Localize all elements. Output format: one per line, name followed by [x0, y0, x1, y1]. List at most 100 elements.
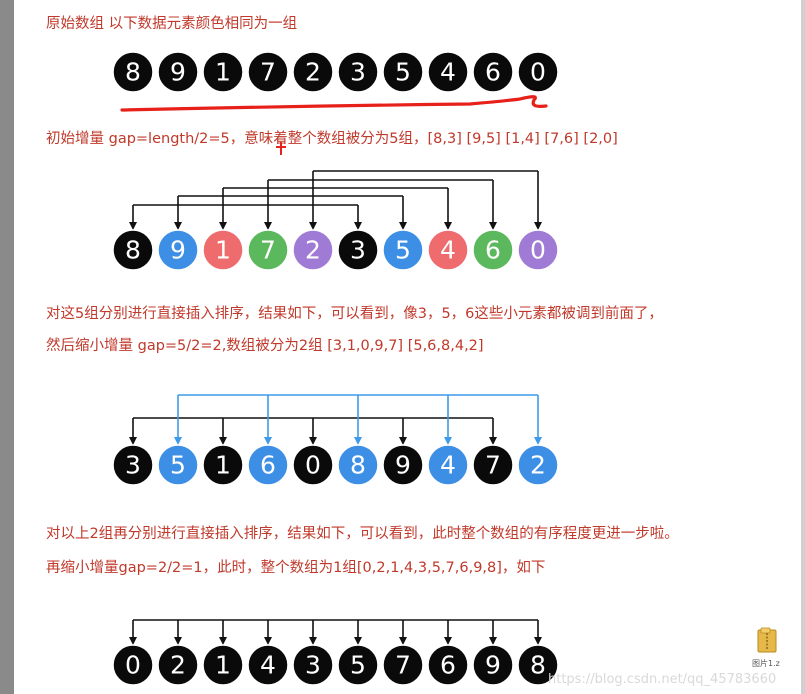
array-node: 8 [112, 229, 154, 271]
array-node: 9 [157, 229, 199, 271]
array-node-value: 7 [395, 651, 411, 680]
array-node: 1 [202, 444, 244, 486]
array-node-value: 0 [125, 651, 141, 680]
group-bracket [129, 204, 362, 230]
array-node-value: 0 [530, 58, 546, 87]
array-node-value: 1 [215, 236, 231, 265]
array-node: 0 [517, 229, 559, 271]
array-node-value: 6 [485, 58, 501, 87]
array-node: 0 [517, 51, 559, 93]
caption-gap2: 然后缩小增量 gap=5/2=2,数组被分为2组 [3,1,0,9,7] [5,… [46, 338, 484, 354]
group-bracket [264, 179, 497, 230]
array-node: 6 [247, 444, 289, 486]
array-node: 7 [472, 444, 514, 486]
array-node-value: 5 [170, 451, 186, 480]
array-node: 2 [517, 444, 559, 486]
array-node: 6 [472, 229, 514, 271]
array-node: 5 [337, 644, 379, 686]
array-node: 3 [292, 644, 334, 686]
array-node-value: 7 [485, 451, 501, 480]
array-node-value: 4 [440, 451, 456, 480]
array-node: 3 [337, 51, 379, 93]
array-node-value: 2 [170, 651, 186, 680]
array-node-value: 3 [350, 58, 366, 87]
array-node: 8 [112, 51, 154, 93]
array-node-value: 6 [260, 451, 276, 480]
array-node: 3 [112, 444, 154, 486]
array-node: 7 [247, 229, 289, 271]
group-bracket [129, 417, 497, 445]
array-node-value: 5 [395, 58, 411, 87]
array-node-value: 4 [260, 651, 276, 680]
array-node: 2 [157, 644, 199, 686]
array-node-value: 9 [395, 451, 411, 480]
array-node-value: 1 [215, 451, 231, 480]
array-node-value: 8 [530, 651, 546, 680]
array-node-value: 9 [170, 236, 186, 265]
group-bracket [174, 394, 542, 445]
array-node: 0 [292, 444, 334, 486]
array-node: 2 [292, 51, 334, 93]
array-node-value: 8 [125, 236, 141, 265]
array-node: 9 [157, 51, 199, 93]
array-node: 0 [112, 644, 154, 686]
array-node: 4 [247, 644, 289, 686]
array-node: 8 [517, 644, 559, 686]
folder-label: 图片1.z [752, 659, 780, 668]
array-node: 9 [472, 644, 514, 686]
array-node-value: 4 [440, 58, 456, 87]
window-frame-left [0, 0, 14, 694]
array-node-value: 2 [530, 451, 546, 480]
array-node: 1 [202, 51, 244, 93]
array-node-value: 2 [305, 236, 321, 265]
array-node: 7 [247, 51, 289, 93]
array-node: 5 [157, 444, 199, 486]
array-node: 5 [382, 51, 424, 93]
array-node: 3 [337, 229, 379, 271]
array-node-value: 1 [215, 651, 231, 680]
array-node: 4 [427, 229, 469, 271]
array-node: 4 [427, 51, 469, 93]
array-node: 9 [382, 444, 424, 486]
array-node-value: 6 [485, 236, 501, 265]
red-underline-stroke [120, 95, 548, 112]
array-node-value: 2 [305, 58, 321, 87]
group-bracket [174, 195, 407, 230]
group-bracket [219, 187, 452, 230]
array-node-value: 4 [440, 236, 456, 265]
group-connectors [129, 170, 542, 645]
array-node: 8 [337, 444, 379, 486]
array-node-value: 9 [170, 58, 186, 87]
array-node-value: 0 [530, 236, 546, 265]
watermark-text: https://blog.csdn.net/qq_45783660 [548, 672, 777, 687]
caption-gap1: 再缩小增量gap=2/2=1，此时，整个数组为1组[0,2,1,4,3,5,7,… [46, 560, 546, 576]
array-node: 7 [382, 644, 424, 686]
array-node-value: 0 [305, 451, 321, 480]
red-annotations [120, 95, 548, 155]
folder-icon[interactable] [757, 627, 777, 653]
array-node-value: 3 [305, 651, 321, 680]
array-node-value: 6 [440, 651, 456, 680]
array-node-value: 3 [350, 236, 366, 265]
caption-after-gap5-sort: 对这5组分别进行直接插入排序，结果如下，可以看到，像3，5，6这些小元素都被调到… [46, 306, 663, 322]
array-node-value: 1 [215, 58, 231, 87]
caption-initial-gap: 初始增量 gap=length/2=5，意味着整个数组被分为5组，[8,3] [… [46, 131, 618, 147]
red-cursor-mark [276, 142, 286, 155]
array-node-value: 7 [260, 236, 276, 265]
array-node: 1 [202, 644, 244, 686]
array-node-value: 3 [125, 451, 141, 480]
array-node-value: 8 [125, 58, 141, 87]
array-node: 4 [427, 444, 469, 486]
group-bracket [129, 619, 542, 645]
window-frame-right [801, 0, 805, 694]
array-node: 6 [427, 644, 469, 686]
array-node-value: 8 [350, 451, 366, 480]
array-node: 6 [472, 51, 514, 93]
caption-original-array: 原始数组 以下数据元素颜色相同为一组 [46, 16, 298, 32]
array-node: 2 [292, 229, 334, 271]
caption-after-gap2-sort: 对以上2组再分别进行直接插入排序，结果如下，可以看到，此时整个数组的有序程度更进… [46, 526, 679, 542]
array-node: 5 [382, 229, 424, 271]
array-node: 1 [202, 229, 244, 271]
